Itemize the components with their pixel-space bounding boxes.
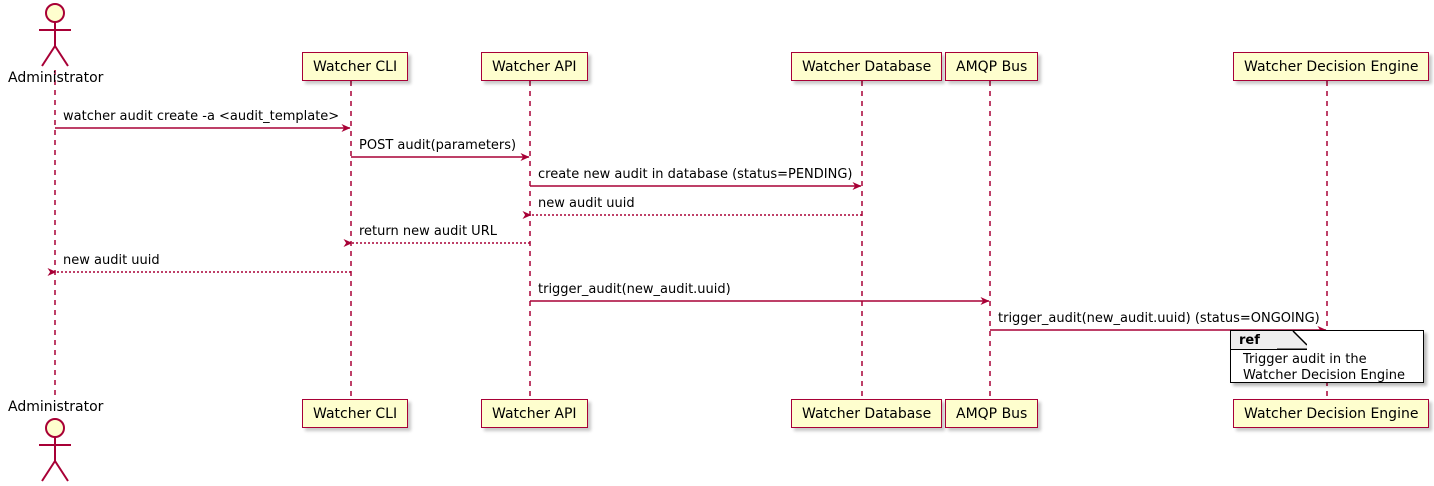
- ref-fragment: ref Trigger audit in the Watcher Decisio…: [1230, 330, 1424, 383]
- message-label-6: trigger_audit(new_audit.uuid): [538, 282, 731, 297]
- participant-head-watcher-database[interactable]: Watcher Database: [791, 52, 943, 81]
- message-label-4: return new audit URL: [359, 224, 497, 239]
- participant-head-label-watcher-api: Watcher API: [492, 58, 577, 75]
- participant-foot-label-watcher-api: Watcher API: [492, 405, 577, 422]
- participant-head-amqp-bus[interactable]: AMQP Bus: [945, 52, 1039, 81]
- actor-foot-label-administrator: Administrator: [8, 399, 104, 415]
- ref-fragment-body: Trigger audit in the Watcher Decision En…: [1243, 352, 1405, 384]
- actor-figure-administrator-head: [39, 3, 71, 67]
- message-arrows-group: [47, 124, 1327, 334]
- participant-head-label-watcher-cli: Watcher CLI: [313, 58, 398, 75]
- participant-foot-watcher-decision-engine[interactable]: Watcher Decision Engine: [1233, 399, 1430, 428]
- ref-fragment-tab-notch: [1277, 331, 1307, 350]
- ref-fragment-line-2: Watcher Decision Engine: [1243, 368, 1405, 383]
- participant-foot-label-watcher-cli: Watcher CLI: [313, 405, 398, 422]
- message-label-2: create new audit in database (status=PEN…: [538, 167, 853, 182]
- participant-head-watcher-api[interactable]: Watcher API: [481, 52, 588, 81]
- participant-foot-label-watcher-decision-engine: Watcher Decision Engine: [1244, 405, 1419, 422]
- participant-head-label-watcher-database: Watcher Database: [802, 58, 932, 75]
- participant-head-watcher-cli[interactable]: Watcher CLI: [302, 52, 409, 81]
- ref-fragment-tab-label: ref: [1239, 332, 1260, 348]
- participant-foot-label-watcher-database: Watcher Database: [802, 405, 932, 422]
- actor-figure-administrator-foot: [39, 418, 71, 482]
- participant-foot-watcher-api[interactable]: Watcher API: [481, 399, 588, 428]
- message-label-5: new audit uuid: [63, 253, 160, 268]
- actor-figures-group: [39, 3, 71, 482]
- participant-foot-label-amqp-bus: AMQP Bus: [956, 405, 1028, 422]
- message-label-0: watcher audit create -a <audit_template>: [63, 109, 340, 124]
- participant-foot-amqp-bus[interactable]: AMQP Bus: [945, 399, 1039, 428]
- actor-head-label-administrator: Administrator: [8, 70, 104, 86]
- message-label-7: trigger_audit(new_audit.uuid) (status=ON…: [998, 311, 1320, 326]
- participant-head-label-amqp-bus: AMQP Bus: [956, 58, 1028, 75]
- ref-fragment-tab: ref: [1231, 331, 1287, 350]
- lifelines-group: [54, 70, 1328, 399]
- participant-head-label-watcher-decision-engine: Watcher Decision Engine: [1244, 58, 1419, 75]
- message-label-3: new audit uuid: [538, 196, 635, 211]
- message-label-1: POST audit(parameters): [359, 138, 517, 153]
- participant-foot-watcher-database[interactable]: Watcher Database: [791, 399, 943, 428]
- participant-foot-watcher-cli[interactable]: Watcher CLI: [302, 399, 409, 428]
- participant-head-watcher-decision-engine[interactable]: Watcher Decision Engine: [1233, 52, 1430, 81]
- ref-fragment-line-1: Trigger audit in the: [1243, 352, 1367, 367]
